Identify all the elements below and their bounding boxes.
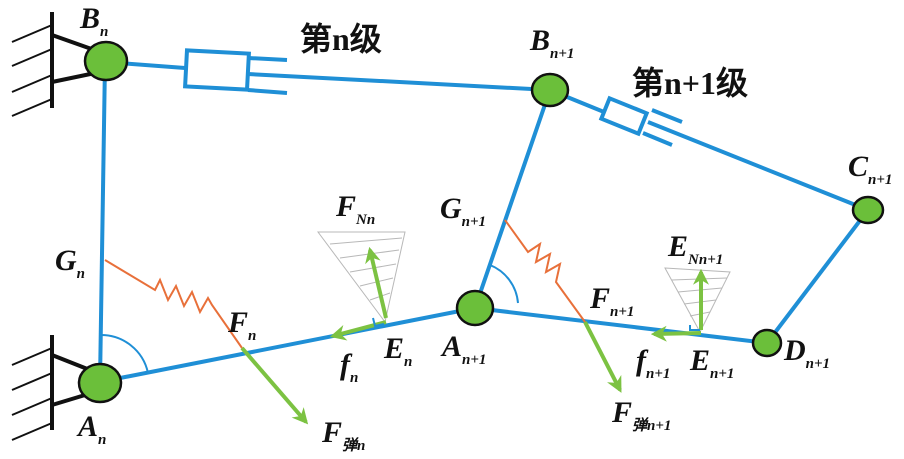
label-sub: n: [404, 354, 413, 370]
label-friction-n1: fn+1: [636, 346, 670, 382]
label-enn1: ENn+1: [668, 232, 723, 268]
label-sub: n+1: [550, 46, 575, 62]
label-main: B: [530, 24, 551, 57]
label-sub: n+1: [461, 214, 487, 230]
label-sub: n: [350, 370, 359, 386]
label-bn: Bn: [80, 4, 108, 40]
label-main: E: [384, 332, 405, 365]
label-main: f: [636, 344, 646, 377]
label-main: G: [55, 244, 77, 277]
label-main: G: [440, 192, 462, 225]
label-cn1: Cn+1: [848, 152, 892, 188]
right-angle-marks: [372, 317, 700, 331]
ground-support-bn: [11, 12, 101, 117]
label-fn: Fn: [228, 308, 256, 344]
label-main: F: [322, 416, 343, 449]
label-gn: Gn: [55, 246, 85, 282]
label-main: f: [340, 348, 350, 381]
label-fn1: Fn+1: [590, 284, 634, 320]
label-sub: n+1: [868, 172, 893, 188]
label-sub: n: [98, 432, 107, 448]
label-an: An: [78, 412, 106, 448]
label-main: F: [336, 190, 357, 223]
label-sub: 弹n+1: [632, 418, 672, 434]
label-sub: n: [248, 328, 257, 344]
stage-n1-title: 第n+1级: [632, 65, 749, 101]
label-main: F: [612, 396, 633, 429]
label-spring-force-n1: F弹n+1: [612, 398, 671, 434]
label-an1: An+1: [442, 332, 486, 368]
label-main: F: [228, 306, 249, 339]
label-sub: n+1: [610, 304, 635, 320]
label-sub: n+1: [710, 366, 735, 382]
label-sub: n: [100, 24, 109, 40]
label-friction-n: fn: [340, 350, 358, 386]
label-gn1: Gn+1: [440, 194, 486, 230]
label-main: E: [690, 344, 711, 377]
label-sub: n: [76, 266, 86, 282]
label-main: B: [80, 2, 101, 35]
joints: [77, 40, 885, 404]
label-sub: n+1: [805, 356, 831, 372]
label-main: A: [442, 330, 463, 363]
label-dn1: Dn+1: [784, 336, 830, 372]
label-main: D: [784, 334, 806, 367]
label-spring-force-n: F弹n: [322, 418, 365, 454]
label-sub: n+1: [646, 366, 671, 382]
label-main: C: [848, 150, 869, 183]
label-sub: Nn: [356, 212, 376, 228]
label-main: A: [78, 410, 99, 443]
label-fnn: FNn: [336, 192, 375, 228]
stage-n-title: 第n级: [300, 21, 382, 57]
force-arrows: [240, 246, 709, 425]
label-sub: Nn+1: [688, 252, 724, 268]
label-main: F: [590, 282, 611, 315]
label-en: En: [384, 334, 412, 370]
label-sub: 弹n: [342, 438, 366, 454]
label-main: E: [668, 230, 689, 263]
springs: [104, 219, 586, 349]
label-bn1: Bn+1: [530, 26, 574, 62]
label-sub: n+1: [462, 352, 487, 368]
label-en1: En+1: [690, 346, 734, 382]
